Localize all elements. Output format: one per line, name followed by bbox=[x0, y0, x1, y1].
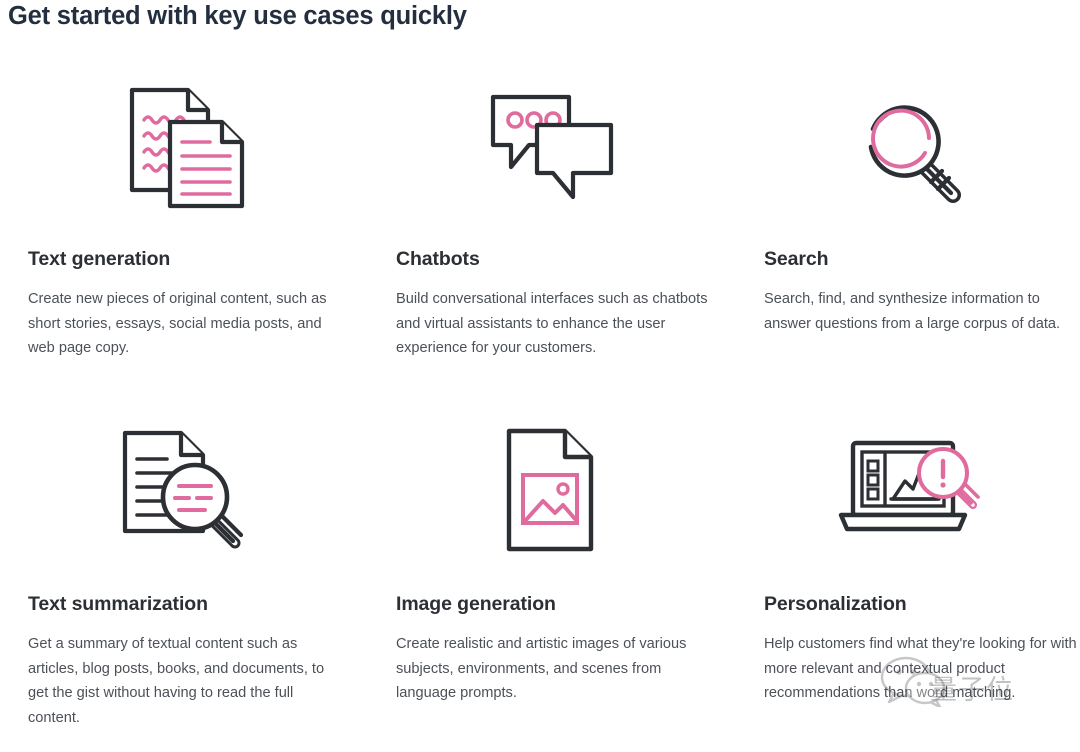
use-case-card-text-generation[interactable]: Text generation Create new pieces of ori… bbox=[0, 62, 368, 407]
document-with-magnifier-icon bbox=[28, 407, 368, 579]
card-description: Build conversational interfaces such as … bbox=[396, 291, 708, 357]
two-speech-bubbles-icon bbox=[396, 62, 736, 234]
page-title: Get started with key use cases quickly bbox=[8, 2, 467, 30]
card-title: Text generation bbox=[28, 248, 171, 270]
use-case-card-chatbots[interactable]: Chatbots Build conversational interfaces… bbox=[368, 62, 736, 407]
card-title: Chatbots bbox=[396, 248, 480, 270]
use-case-grid: Text generation Create new pieces of ori… bbox=[0, 62, 1080, 752]
use-case-card-image-generation[interactable]: Image generation Create realistic and ar… bbox=[368, 407, 736, 752]
card-description: Create new pieces of original content, s… bbox=[28, 291, 327, 357]
magnifying-glass-icon bbox=[764, 62, 1080, 234]
card-description: Create realistic and artistic images of … bbox=[396, 636, 687, 702]
card-description: Get a summary of textual content such as… bbox=[28, 636, 325, 726]
card-title: Personalization bbox=[764, 593, 907, 615]
card-title: Search bbox=[764, 248, 829, 270]
use-case-card-personalization[interactable]: Personalization Help customers find what… bbox=[736, 407, 1080, 752]
card-description: Search, find, and synthesize information… bbox=[764, 291, 1061, 332]
document-with-picture-icon bbox=[396, 407, 736, 579]
card-description: Help customers find what they're looking… bbox=[764, 636, 1077, 702]
card-title: Text summarization bbox=[28, 593, 208, 615]
laptop-chart-with-magnifier-icon bbox=[764, 407, 1080, 579]
use-case-card-search[interactable]: Search Search, find, and synthesize info… bbox=[736, 62, 1080, 407]
card-title: Image generation bbox=[396, 593, 556, 615]
use-case-card-text-summarization[interactable]: Text summarization Get a summary of text… bbox=[0, 407, 368, 752]
two-documents-with-text-icon bbox=[28, 62, 368, 234]
